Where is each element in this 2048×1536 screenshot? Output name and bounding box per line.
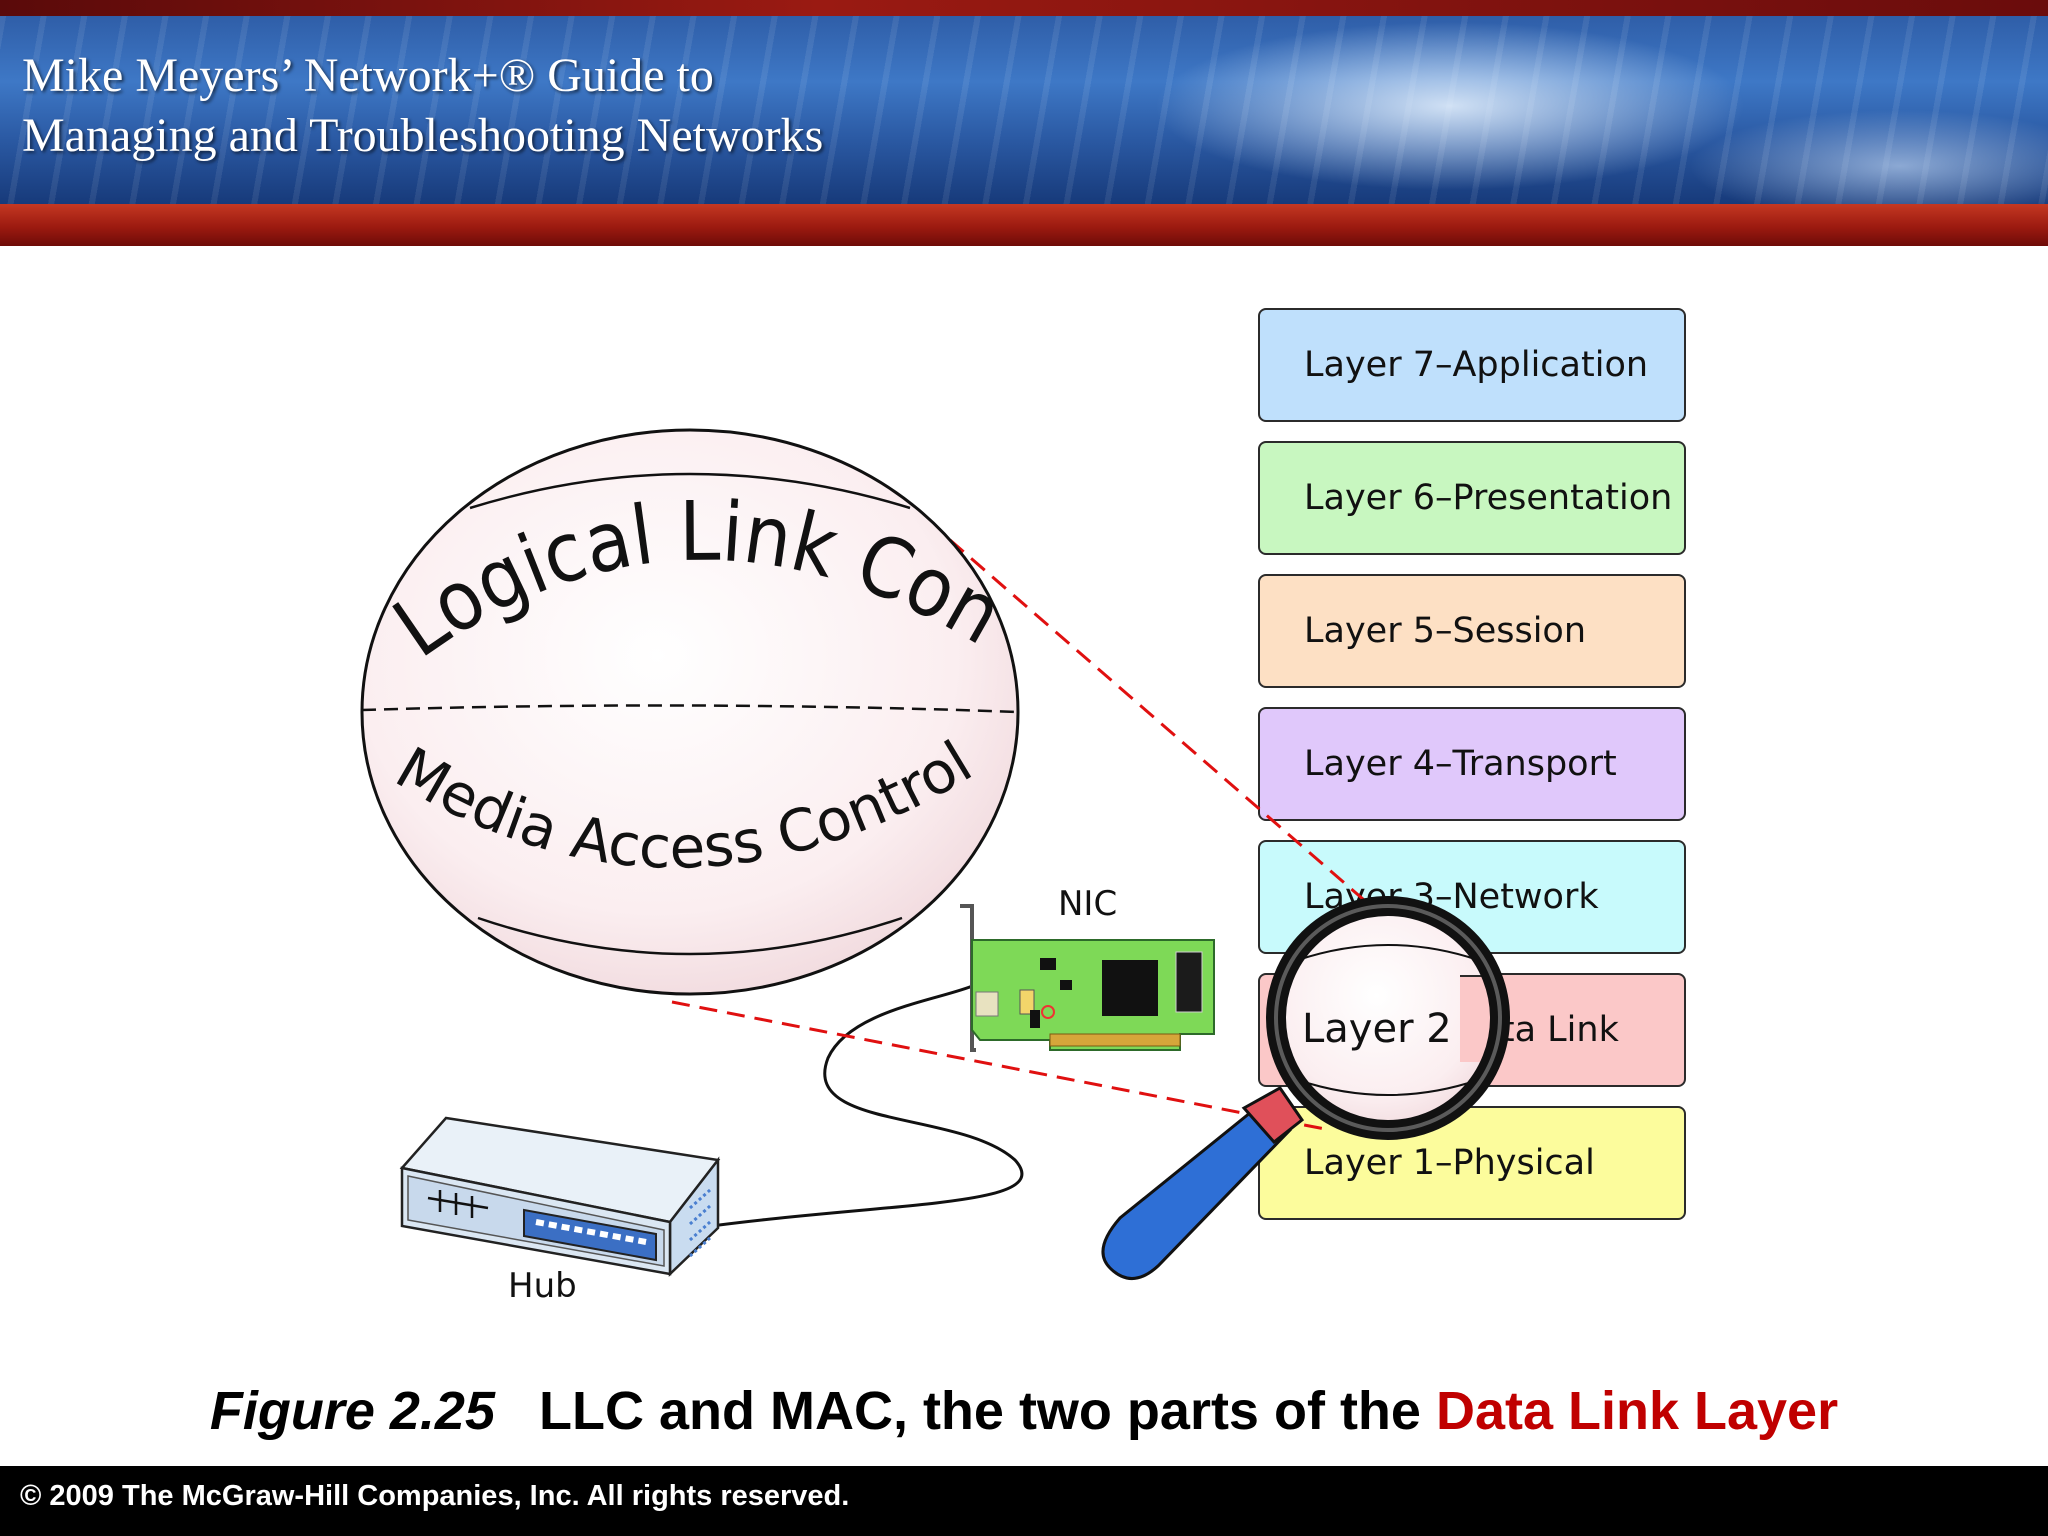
- llc-label-path: Logical Link Control: [0, 0, 1018, 676]
- hub-label: Hub: [508, 1266, 577, 1306]
- caption-highlight: Data Link Layer: [1435, 1381, 1839, 1441]
- book-title: Mike Meyers’ Network+® Guide to Managing…: [22, 46, 823, 166]
- lens-layer-text: Layer 2: [1302, 1006, 1452, 1052]
- osi-layer-7-label: Layer 7–Application: [1304, 345, 1649, 385]
- osi-layer-4: Layer 4–Transport: [1258, 707, 1686, 821]
- header-background: [0, 16, 2048, 204]
- nic-card: [960, 904, 1215, 1052]
- osi-layer-4-label: Layer 4–Transport: [1304, 744, 1617, 784]
- osi-layer-1: Layer 1–Physical: [1258, 1106, 1686, 1220]
- osi-layer-6: Layer 6–Presentation: [1258, 441, 1686, 555]
- footer-bar: © 2009 The McGraw-Hill Companies, Inc. A…: [0, 1466, 2048, 1536]
- osi-layer-5: Layer 5–Session: [1258, 574, 1686, 688]
- figure-caption: Figure 2.25 LLC and MAC, the two parts of…: [0, 1380, 2048, 1442]
- llc-label: Logical Link Control: [0, 0, 1018, 676]
- osi-layer-1-label: Layer 1–Physical: [1304, 1143, 1595, 1183]
- caption-text: LLC and MAC, the two parts of the: [538, 1381, 1436, 1441]
- magnifying-glass-icon: Layer 2: [1101, 896, 1510, 1280]
- llc-mac-sphere: [360, 428, 1020, 996]
- projection-line-top: [949, 538, 1411, 942]
- hub-device: [399, 1116, 721, 1277]
- book-title-line-1: Mike Meyers’ Network+® Guide to: [22, 49, 714, 102]
- osi-layer-6-label: Layer 6–Presentation: [1304, 478, 1673, 518]
- osi-layer-7: Layer 7–Application: [1258, 308, 1686, 422]
- header-top-bar: [0, 0, 2048, 16]
- osi-layer-5-label: Layer 5–Session: [1304, 611, 1587, 651]
- header-banner: Mike Meyers’ Network+® Guide to Managing…: [0, 0, 2048, 246]
- figure-number: Figure 2.25: [209, 1381, 495, 1441]
- network-cable: [667, 983, 1024, 1234]
- copyright-text: © 2009 The McGraw-Hill Companies, Inc. A…: [20, 1480, 850, 1512]
- header-red-bar: [0, 204, 2048, 246]
- book-title-line-2: Managing and Troubleshooting Networks: [22, 109, 824, 162]
- nic-label: NIC: [1058, 884, 1118, 924]
